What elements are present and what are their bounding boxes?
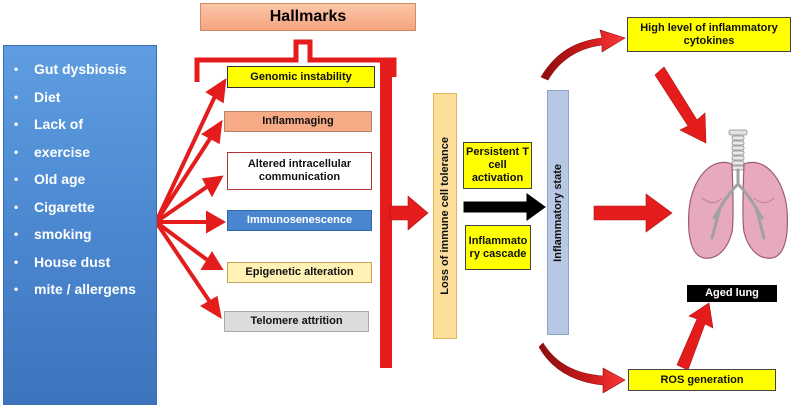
hallmark-epigenetic-alteration: Epigenetic alteration (227, 262, 372, 283)
arrow-state-to-lung (593, 193, 673, 233)
hallmark-immunosenescence: Immunosenescence (227, 210, 372, 231)
risk-factors-panel: Gut dysbiosis Diet Lack of exercise Old … (3, 45, 157, 405)
ros-generation-box: ROS generation (628, 369, 776, 391)
loss-of-tolerance-wrap: Loss of immune cell tolerance (434, 94, 456, 338)
fan-arrows (154, 77, 227, 320)
t-cell-activation-box: Persistent T cell activation (463, 142, 532, 189)
aged-lung-label: Aged lung (687, 285, 777, 302)
cytokines-box: High level of inflammatory cytokines (627, 17, 791, 52)
risk-factor-item: Cigarette (14, 194, 156, 222)
risk-factor-item: House dust (14, 249, 156, 277)
hallmark-inflammaging: Inflammaging (224, 111, 372, 132)
curve-arrow-cytokines (540, 29, 626, 81)
arrow-to-tolerance (389, 195, 429, 231)
inflammatory-state-wrap: Inflammatory state (548, 91, 568, 334)
arrow-tcell-to-state (463, 193, 546, 221)
hallmark-genomic-instability: Genomic instability (227, 66, 375, 88)
hallmark-telomere-attrition: Telomere attrition (224, 311, 369, 332)
inflammatory-state-bar: Inflammatory state (547, 90, 569, 335)
loss-of-tolerance-label: Loss of immune cell tolerance (439, 137, 451, 295)
risk-factor-item: mite / allergens (14, 276, 156, 304)
inflammatory-state-label: Inflammatory state (552, 163, 564, 262)
risk-factor-item: Lack of (14, 111, 156, 139)
loss-of-tolerance-bar: Loss of immune cell tolerance (433, 93, 457, 339)
curve-arrow-ros (538, 342, 626, 394)
hallmarks-title: Hallmarks (200, 3, 416, 31)
lungs-icon (687, 129, 789, 259)
risk-factor-item: Gut dysbiosis (14, 56, 156, 84)
arrow-ros-to-lung (676, 302, 714, 371)
risk-factors-list: Gut dysbiosis Diet Lack of exercise Old … (4, 46, 156, 304)
risk-factor-item: Diet (14, 84, 156, 112)
hallmark-altered-communication: Altered intracellular communication (227, 152, 372, 190)
risk-factor-item: smoking (14, 221, 156, 249)
risk-factor-item: Old age (14, 166, 156, 194)
risk-factor-item: exercise (14, 139, 156, 167)
inflammatory-cascade-box: Inflammato ry cascade (465, 225, 531, 270)
arrow-cytokines-to-lung (654, 66, 707, 144)
